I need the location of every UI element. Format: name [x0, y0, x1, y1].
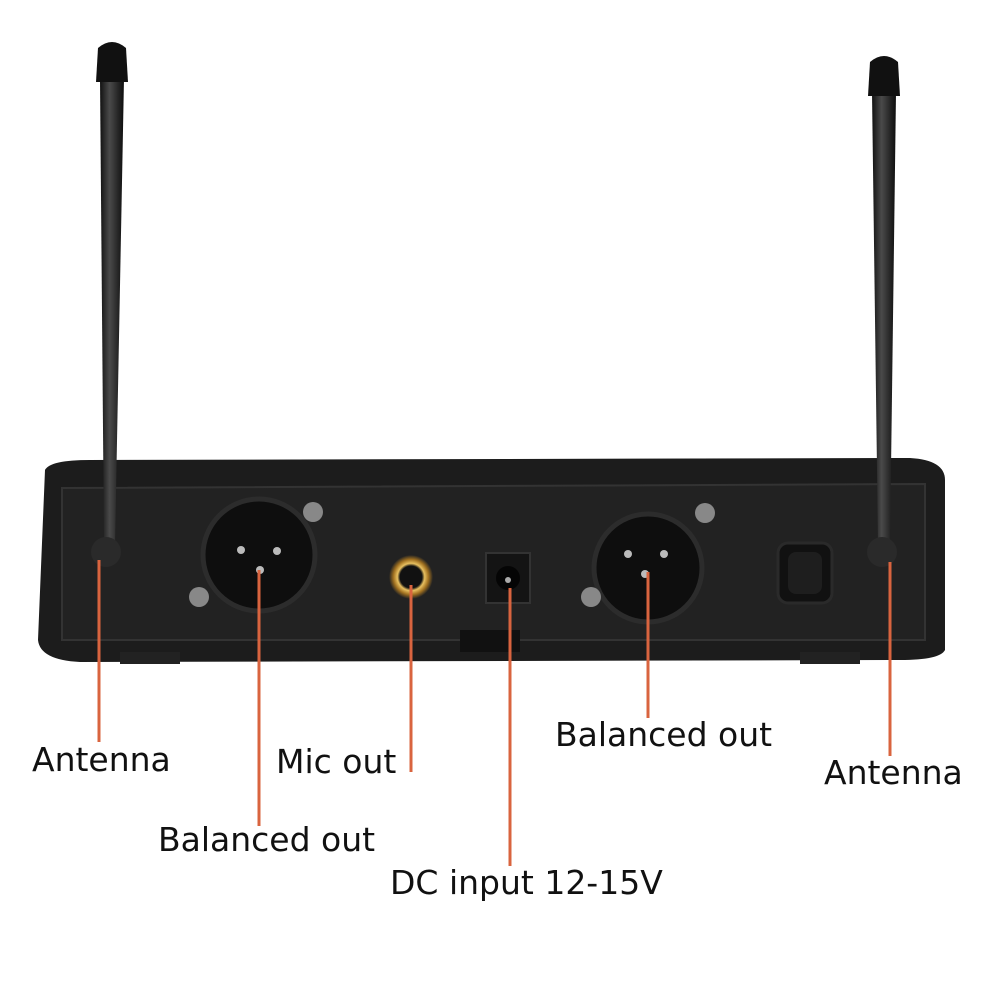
- antenna-right: [867, 56, 900, 567]
- label-dc-input: DC input 12-15V: [390, 863, 663, 902]
- power-switch: [776, 541, 834, 605]
- xlr-connector-left: [189, 496, 323, 614]
- mic-out-jack: [389, 555, 433, 599]
- xlr-connector-right: [581, 503, 715, 625]
- label-antenna-right: Antenna: [824, 753, 963, 792]
- callout-lines: [97, 560, 892, 866]
- label-mic-out: Mic out: [276, 742, 397, 781]
- dc-input-jack: [485, 552, 531, 604]
- label-antenna-left: Antenna: [32, 740, 171, 779]
- label-balanced-out-right: Balanced out: [555, 715, 773, 754]
- label-balanced-out-left: Balanced out: [158, 820, 376, 859]
- antenna-left: [91, 42, 128, 567]
